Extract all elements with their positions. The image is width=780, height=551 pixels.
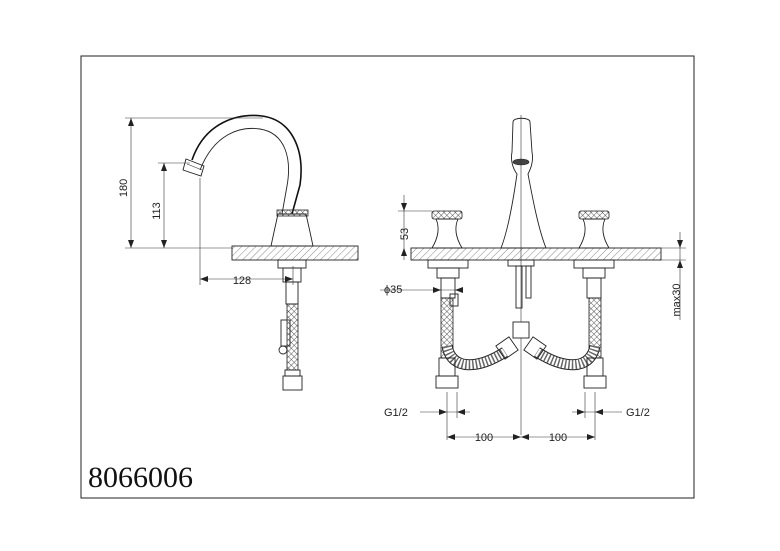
dim-height-total: 180 [118, 179, 130, 197]
front-view: 53 ϕ35 max30 G1/2 G1/2 100 100 [380, 115, 686, 444]
side-body [270, 213, 314, 247]
side-view: 180 113 128 [118, 114, 359, 391]
left-handle-body [431, 218, 463, 249]
drawing-frame [80, 55, 695, 499]
front-deck-plate [410, 247, 662, 261]
side-deck-plate [231, 245, 359, 261]
dim-reach: 128 [233, 275, 251, 287]
right-handle-body [578, 218, 610, 249]
dim-spacing-left: 100 [475, 432, 493, 444]
dim-thread-left: G1/2 [384, 407, 408, 419]
front-spout [500, 117, 547, 249]
side-spout-outline [191, 114, 302, 215]
dim-hole-diameter: ϕ35 [384, 284, 402, 296]
model-number: 8066006 [88, 461, 193, 494]
dim-height-spout: 113 [151, 202, 163, 220]
dim-spacing-right: 100 [549, 432, 567, 444]
dim-thread-right: G1/2 [626, 407, 650, 419]
left-handle-cap [431, 210, 463, 220]
dim-deck-thickness: max30 [671, 283, 683, 316]
right-handle-cap [578, 210, 610, 220]
side-braided-hose [286, 303, 299, 371]
dim-handle-height: 53 [399, 228, 411, 240]
side-handle-ring [276, 209, 309, 217]
tee-fitting [512, 321, 530, 339]
